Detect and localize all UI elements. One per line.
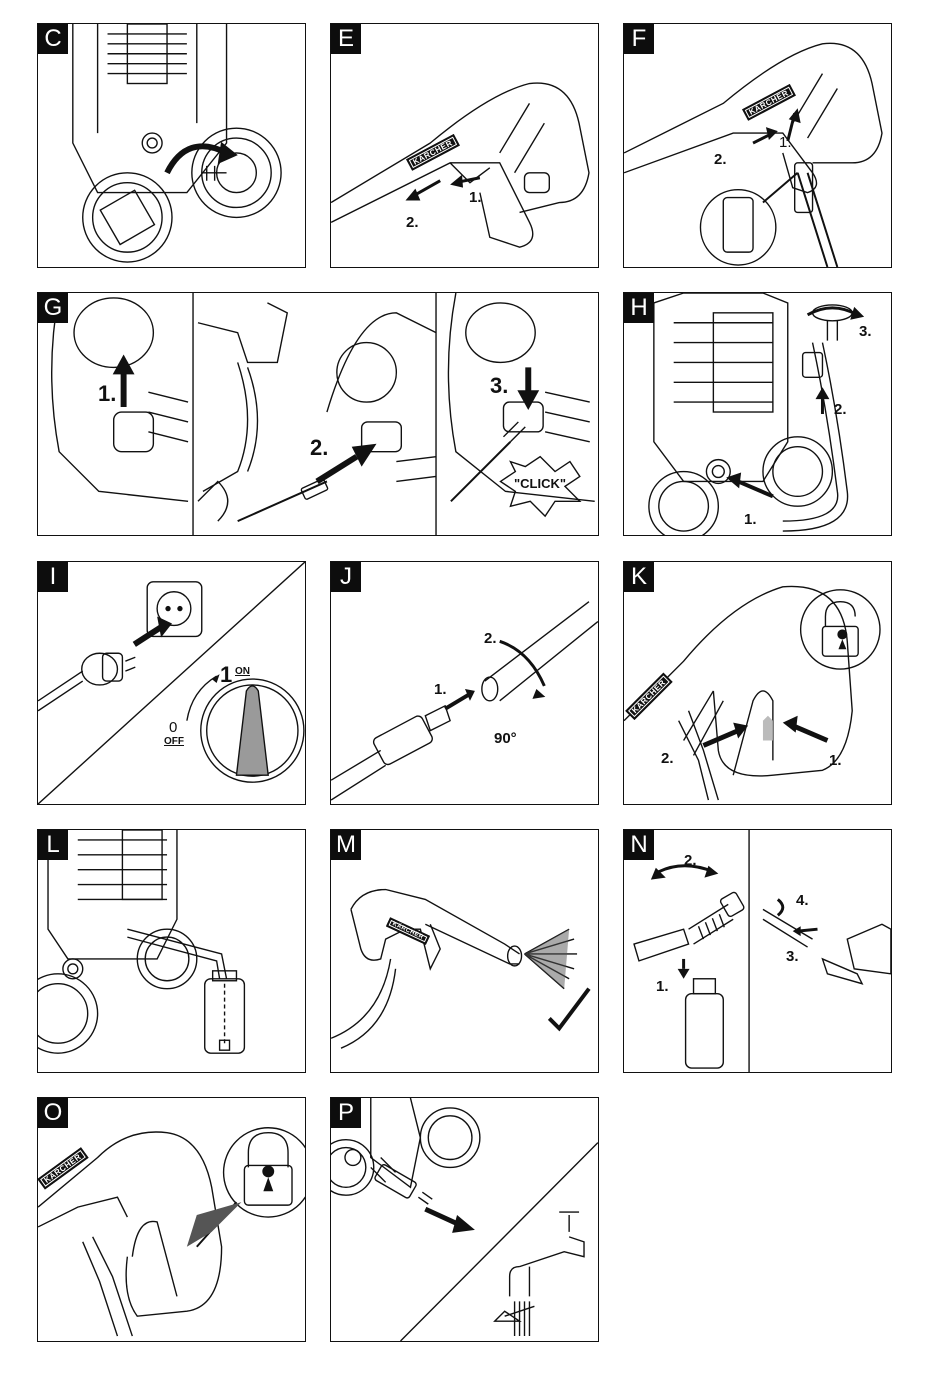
panel-letter-c: C xyxy=(38,24,68,54)
panel-j: J 1. 2. 90° xyxy=(330,561,599,805)
power-plug-and-switch-illustration xyxy=(38,562,305,804)
switch-on-number: 1 xyxy=(220,662,232,688)
step-2-label: 2. xyxy=(834,401,847,418)
step-2-label: 2. xyxy=(310,435,328,461)
panel-o: O KÄRCHER xyxy=(37,1097,306,1342)
panel-p: P xyxy=(330,1097,599,1342)
panel-g: G xyxy=(37,292,599,536)
panel-letter-n: N xyxy=(624,830,654,860)
water-supply-connection-illustration xyxy=(624,293,891,535)
step-1-label: 1. xyxy=(434,681,447,698)
panel-i: I 1 ON 0 OFF xyxy=(37,561,306,805)
step-3-label: 3. xyxy=(859,323,872,340)
step-4-label: 4. xyxy=(796,892,809,909)
panel-letter-f: F xyxy=(624,24,654,54)
step-2-label: 2. xyxy=(484,630,497,647)
panel-k: K KÄRCHER 1. 2. xyxy=(623,561,892,805)
step-1-label: 1. xyxy=(98,381,116,407)
switch-off-number: 0 xyxy=(169,719,177,736)
panel-l: L xyxy=(37,829,306,1073)
water-filter-cleaning-illustration xyxy=(331,1098,598,1341)
panel-letter-j: J xyxy=(331,562,361,592)
step-3-label: 3. xyxy=(786,948,799,965)
panel-letter-p: P xyxy=(331,1098,361,1128)
panel-n: N 1. 2. 3. 4. xyxy=(623,829,892,1073)
spray-lance-attachment-illustration xyxy=(331,562,598,804)
panel-letter-g: G xyxy=(38,293,68,323)
pressure-washer-inlet-illustration xyxy=(38,24,305,267)
panel-letter-k: K xyxy=(624,562,654,592)
step-1-label: 1. xyxy=(829,752,842,769)
step-2-label: 2. xyxy=(684,852,697,869)
panel-letter-i: I xyxy=(38,562,68,592)
spray-gun-trigger-illustration xyxy=(331,24,598,267)
panel-m: M KÄRCHER xyxy=(330,829,599,1073)
panel-c: C xyxy=(37,23,306,268)
hose-connection-illustration xyxy=(624,24,891,267)
hose-clip-attachment-illustration xyxy=(38,293,598,535)
click-sound-label: "CLICK" xyxy=(514,476,566,491)
panel-e: E KÄRCHER 1. 2. xyxy=(330,23,599,268)
step-1-label: 1. xyxy=(744,511,757,528)
step-2-label: 2. xyxy=(661,750,674,767)
panel-letter-o: O xyxy=(38,1098,68,1128)
switch-off-label: OFF xyxy=(164,736,184,747)
detergent-nozzle-illustration xyxy=(624,830,891,1072)
panel-letter-h: H xyxy=(624,293,654,323)
switch-on-label: ON xyxy=(235,666,250,677)
detergent-suction-hose-illustration xyxy=(38,830,305,1072)
trigger-lock-illustration xyxy=(38,1098,305,1341)
step-1-label: 1. xyxy=(656,978,669,995)
step-2-label: 2. xyxy=(714,151,727,168)
step-1-label: 1. xyxy=(469,189,482,206)
step-2-label: 2. xyxy=(406,214,419,231)
panel-f: F KÄRCHER 1. 2. xyxy=(623,23,892,268)
panel-h: H 1. 2. 3. xyxy=(623,292,892,536)
panel-letter-m: M xyxy=(331,830,361,860)
panel-letter-e: E xyxy=(331,24,361,54)
panel-letter-l: L xyxy=(38,830,68,860)
spray-gun-in-use-illustration xyxy=(331,830,598,1072)
step-1-label: 1. xyxy=(779,134,792,151)
step-3-label: 3. xyxy=(490,373,508,399)
rotation-angle-label: 90° xyxy=(494,730,517,747)
